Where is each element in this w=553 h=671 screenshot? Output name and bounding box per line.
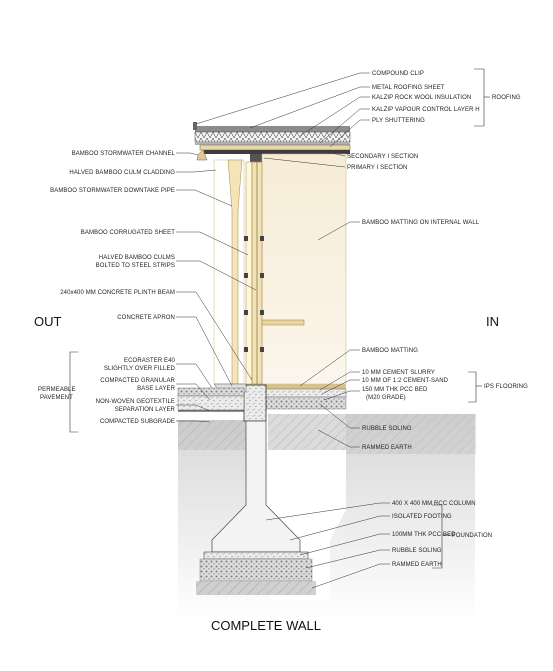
plinth-beam (243, 384, 267, 422)
pcc-bed-100 (203, 551, 309, 560)
internal-ledge (261, 319, 305, 326)
rammed-earth-lower-fill (196, 581, 316, 595)
granular-base-layer (177, 395, 245, 411)
ply-shuttering (199, 144, 351, 151)
label-out: OUT (34, 314, 62, 329)
label-concrete-apron: CONCRETE APRON (117, 315, 175, 321)
label-permeable-1: PERMEABLE (38, 387, 76, 393)
label-cement-slurry: 10 MM CEMENT SLURRY (362, 370, 435, 376)
label-culm-cladding: HALVED BAMBOO CULM CLADDING (69, 170, 175, 176)
label-roofing: ROOFING (492, 95, 521, 101)
label-metal-roofing-sheet: METAL ROOFING SHEET (372, 85, 445, 91)
ips-flooring-layers (261, 388, 347, 398)
label-pcc-150-1: 150 MM THK PCC BED (362, 387, 428, 393)
label-ips-flooring: IPS FLOORING (484, 384, 528, 390)
label-isolated-footing: ISOLATED FOOTING (392, 514, 452, 520)
stormwater-channel (196, 149, 208, 161)
label-rammed-earth-lower: RAMMED EARTH (392, 562, 442, 568)
label-foundation: FOUNDATION (452, 533, 492, 539)
floor-matting-strip (246, 384, 346, 389)
label-plinth-beam: 240x400 MM CONCRETE PLINTH BEAM (60, 290, 175, 296)
label-secondary-i-section: SECONDARY I SECTION (347, 154, 418, 160)
rammed-earth-inside-fill (346, 414, 476, 454)
compound-clip (193, 122, 197, 130)
label-rammed-earth-upper: RAMMED EARTH (362, 445, 412, 451)
rammed-earth-upper-fill (268, 414, 346, 450)
leader-lines (176, 72, 390, 589)
wall-assembly (213, 153, 347, 385)
label-permeable-2: PAVEMENT (40, 395, 73, 401)
label-halved-culms-2: BOLTED TO STEEL STRIPS (96, 263, 175, 269)
primary-i-section (250, 154, 262, 162)
label-compacted-subgrade: COMPACTED SUBGRADE (100, 419, 175, 425)
label-pcc-100: 100MM THK PCC BED (392, 532, 456, 538)
vapour-control-layer (195, 142, 350, 145)
label-vapour-control-layer: KALZIP VAPOUR CONTROL LAYER H (372, 107, 480, 113)
ecoraster-layer (177, 387, 245, 397)
label-ecoraster-1: ECORASTER E40 (124, 358, 176, 364)
label-halved-culms-1: HALVED BAMBOO CULMS (99, 255, 175, 261)
label-ecoraster-2: SLIGHTLY OVER FILLED (104, 366, 176, 372)
label-ply-shuttering: PLY SHUTTERING (372, 118, 425, 124)
label-granular-2: BASE LAYER (137, 386, 175, 392)
label-geotextile-1: NON-WOVEN GEOTEXTILE (96, 399, 175, 405)
foundation-assembly (196, 420, 316, 595)
label-stormwater-channel: BAMBOO STORMWATER CHANNEL (72, 151, 176, 157)
label-rubble-soling-lower: RUBBLE SOLING (392, 548, 442, 554)
internal-bamboo-matting (261, 153, 347, 385)
metal-roofing-sheet (195, 126, 350, 132)
label-internal-matting: BAMBOO MATTING ON INTERNAL WALL (362, 220, 480, 226)
label-granular-1: COMPACTED GRANULAR (100, 378, 175, 384)
label-pcc-150-2: (M20 GRADE) (366, 395, 406, 401)
label-geotextile-2: SEPARATION LAYER (115, 407, 176, 413)
rubble-soling-lower-fill (199, 558, 313, 582)
label-rubble-soling-upper: RUBBLE SOLING (362, 426, 412, 432)
label-rcc-column: 400 X 400 MM RCC COLUMN (392, 501, 476, 507)
drawing-caption: COMPLETE WALL (211, 618, 321, 633)
downtake-pipe (227, 159, 243, 385)
secondary-i-section (204, 150, 350, 154)
label-primary-i-section: PRIMARY I SECTION (347, 165, 408, 171)
roof-assembly (193, 122, 351, 162)
label-in: IN (486, 314, 499, 329)
label-rock-wool-insulation: KALZIP ROCK WOOL INSULATION (372, 95, 471, 101)
rubble-soling-upper-fill (261, 396, 347, 410)
label-compound-clip: COMPOUND CLIP (372, 71, 424, 77)
annotation-labels: COMPOUND CLIP METAL ROOFING SHEET KALZIP… (34, 71, 528, 633)
label-downtake-pipe: BAMBOO STORMWATER DOWNTAKE PIPE (50, 188, 175, 194)
label-cement-sand: 10 MM OF 1:2 CEMENT-SAND (362, 378, 449, 384)
subgrade-fill (178, 420, 246, 450)
floor-and-plinth (177, 383, 347, 422)
group-brackets (69, 68, 490, 569)
label-bamboo-matting: BAMBOO MATTING (362, 348, 418, 354)
label-corrugated-sheet: BAMBOO CORRUGATED SHEET (81, 230, 175, 236)
